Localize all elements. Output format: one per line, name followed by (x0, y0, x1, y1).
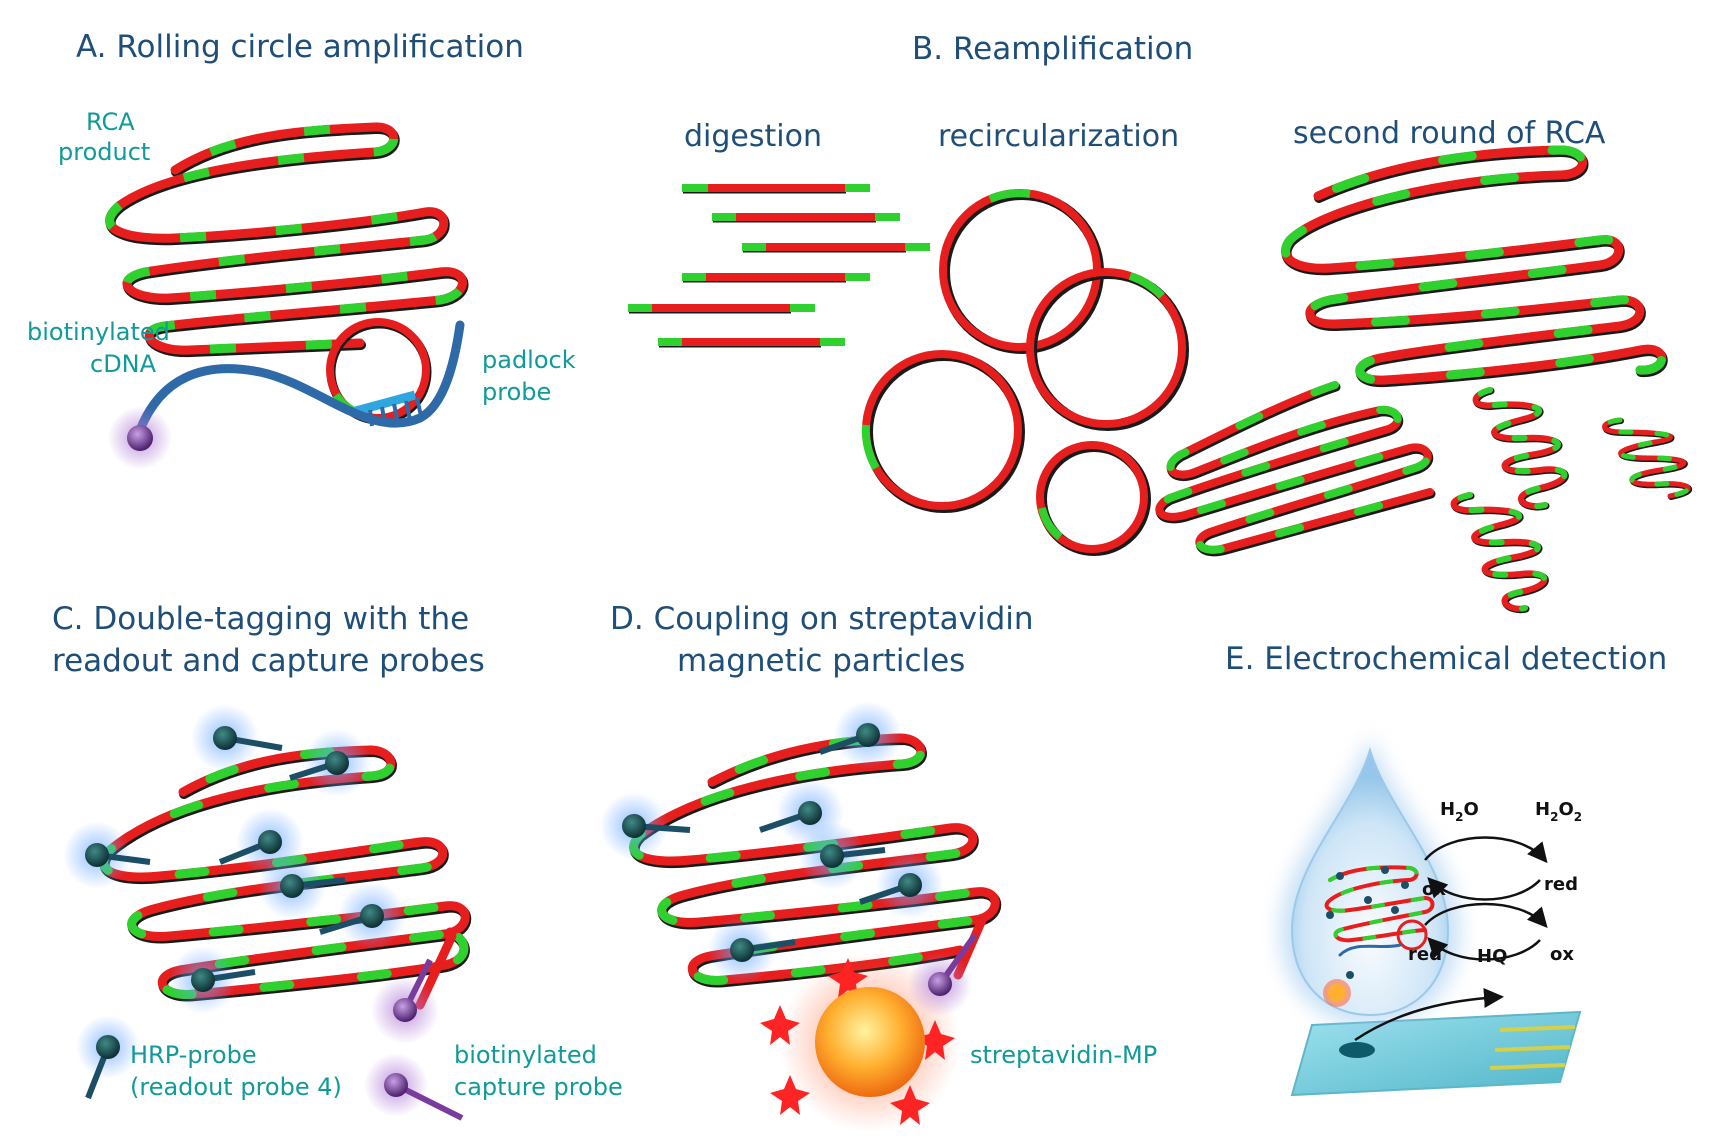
fragment (628, 304, 815, 314)
step-recircularization-label: recircularization (938, 119, 1179, 154)
circle-3 (861, 350, 1025, 513)
fragment (742, 243, 930, 253)
panel-c: C. Double-tagging with the readout and c… (52, 601, 623, 1121)
fragment (658, 338, 845, 348)
second-rca-small-3 (1450, 492, 1549, 614)
hrp-probe (258, 852, 346, 920)
hrp-probes-on-product (600, 701, 944, 984)
red-label-2: red (1408, 944, 1442, 965)
capture-probe-label: biotinylated capture probe (454, 1041, 623, 1101)
hrp-probe (169, 946, 256, 1014)
digested-fragments (628, 184, 930, 348)
step-second-rca-label: second round of RCA (1293, 116, 1606, 151)
recircularized-circles (861, 189, 1189, 556)
legend-hrp-probe: HRP-probe (readout probe 4) (76, 1015, 342, 1101)
chemical-labels: H2O H2O2 ox red red HQ ox (1408, 799, 1582, 967)
h2o2-label: H2O2 (1535, 799, 1582, 824)
ox-label-2: ox (1550, 944, 1574, 965)
hrp-probe (191, 704, 283, 772)
second-rca-small-1 (1472, 387, 1569, 511)
second-rca-large (1281, 145, 1668, 388)
capture-probe-bound (371, 958, 439, 1044)
circle-4 (1036, 441, 1151, 556)
redox-cycle (1354, 836, 1548, 1042)
streptavidin-mp-label: streptavidin-MP (970, 1041, 1157, 1069)
biotinylated-cdna (108, 320, 465, 470)
hrp-probe (708, 916, 796, 984)
panel-b: B. Reamplification digestion recirculari… (628, 31, 1693, 614)
cdna-label: biotinylated cDNA (27, 318, 178, 378)
step-digestion-label: digestion (684, 119, 822, 154)
hrp-probe (63, 821, 151, 889)
panel-d: D. Coupling on streptavidin magnetic par… (600, 601, 1157, 1132)
rca-product-label: RCA product (58, 108, 150, 166)
sample-drop (1280, 735, 1460, 1025)
h2o-label: H2O (1440, 799, 1479, 824)
fragment (712, 213, 900, 223)
second-rca-small-2 (1602, 417, 1693, 500)
rca-product-strand (105, 122, 469, 358)
red-label-1: red (1544, 874, 1578, 895)
panel-d-title: D. Coupling on streptavidin magnetic par… (610, 601, 1043, 679)
ox-label-1: ox (1422, 879, 1446, 900)
hrp-probe (319, 882, 406, 950)
panel-e: E. Electrochemical detection (1225, 641, 1667, 1097)
hrp-probe-label: HRP-probe (readout probe 4) (130, 1041, 342, 1101)
hrp-probe (818, 701, 902, 769)
hrp-probe (859, 851, 944, 919)
circle-2 (1026, 268, 1189, 431)
hrp-probes-bound (63, 704, 406, 1014)
hrp-probe (600, 792, 691, 860)
hrp-probe (289, 729, 371, 797)
panel-a-title: A. Rolling circle amplification (76, 29, 524, 65)
second-rca-medium (1155, 381, 1436, 557)
legend-capture-probe: biotinylated capture probe (364, 1041, 623, 1121)
circle-1 (939, 189, 1104, 354)
fragment (682, 184, 870, 194)
electrode (1290, 1010, 1582, 1097)
panel-c-title: C. Double-tagging with the readout and c… (52, 601, 485, 679)
fragment (682, 273, 870, 283)
panel-b-title: B. Reamplification (912, 31, 1193, 67)
panel-e-title: E. Electrochemical detection (1225, 641, 1667, 677)
capture-probe-on-mp (908, 933, 978, 1016)
padlock-probe-label: padlock probe (482, 346, 583, 406)
hq-label: HQ (1477, 946, 1507, 967)
hrp-probe (798, 822, 886, 890)
panel-a: A. Rolling circle amplification RCA prod… (27, 29, 583, 470)
